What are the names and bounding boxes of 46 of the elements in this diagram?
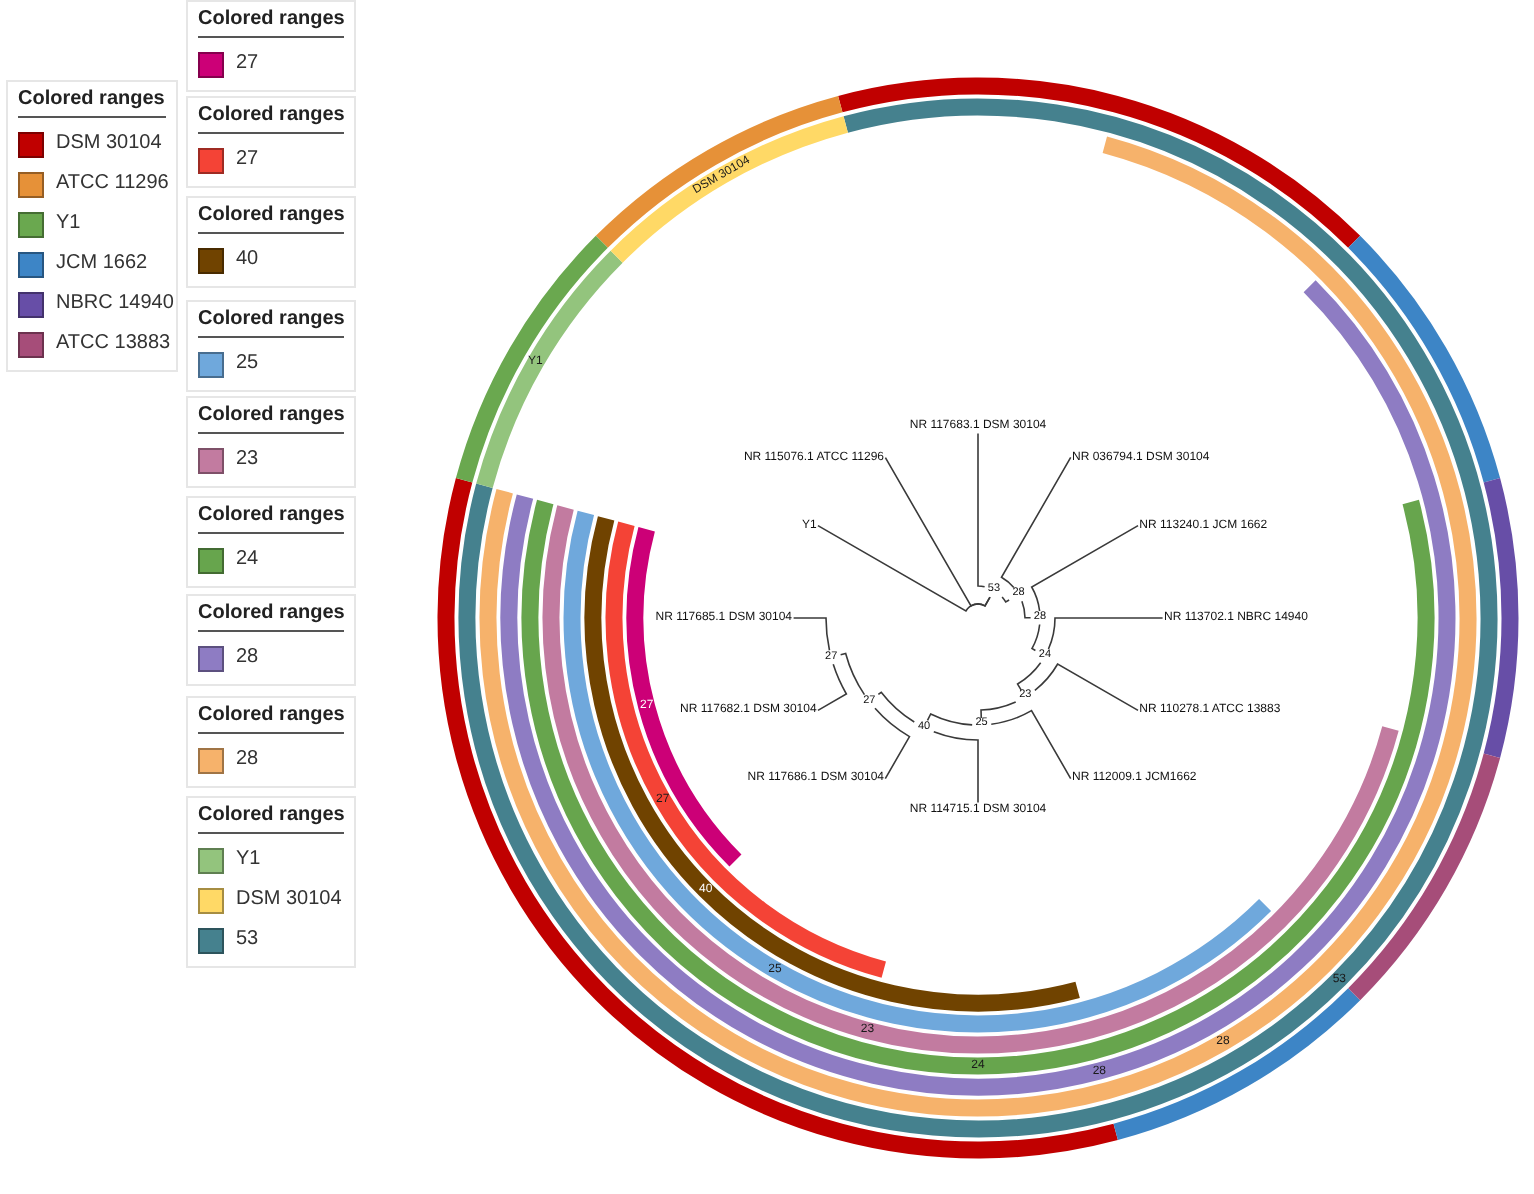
tree-branch: [933, 730, 979, 804]
legend-label: 27: [236, 148, 259, 172]
tree-branch: [817, 663, 848, 712]
legend-label: DSM 30104: [236, 888, 342, 912]
tree-branch: [884, 456, 991, 607]
legend-label: 53: [236, 928, 259, 952]
tree-branch: [1016, 661, 1042, 691]
legend-heading: Colored ranges: [198, 104, 344, 134]
legend-heading: Colored ranges: [198, 704, 344, 734]
tree-branch: [1047, 617, 1164, 650]
legend-label: 28: [236, 748, 259, 772]
tree-branch: [874, 707, 911, 780]
legend-label: 40: [236, 248, 259, 272]
legend-heading: Colored ranges: [198, 602, 344, 632]
tree-branch: [792, 617, 831, 652]
legend-label: 28: [236, 646, 259, 670]
legend-label: JCM 1662: [56, 252, 148, 276]
tree-branch: [1030, 524, 1139, 612]
legend-label: Y1: [56, 212, 81, 236]
legend-heading: Colored ranges: [198, 504, 344, 534]
tree-branch: [980, 701, 1017, 719]
tree-branch: [977, 432, 986, 588]
tree-branch: [1031, 623, 1041, 652]
tree-branch: [926, 713, 973, 726]
legend-heading: Colored ranges: [198, 804, 344, 834]
legend-label: 27: [236, 52, 259, 76]
legend-heading: Colored ranges: [198, 8, 344, 38]
legend-heading: Colored ranges: [198, 308, 344, 338]
legend-heading: Colored ranges: [198, 204, 344, 234]
tree-branch: [1034, 663, 1139, 712]
legend-label: NBRC 14940: [56, 292, 174, 316]
tree-branch: [839, 652, 866, 696]
tree-branch: [1001, 596, 1010, 603]
tree-branch: [1000, 456, 1072, 589]
tree-branch: [990, 709, 1072, 780]
legend-label: 24: [236, 548, 259, 572]
legend-heading: Colored ranges: [198, 404, 344, 434]
legend-heading: Colored ranges: [18, 88, 166, 118]
legend-label: 23: [236, 448, 259, 472]
legend-label: ATCC 11296: [56, 172, 169, 196]
legend-label: ATCC 13883: [56, 332, 171, 356]
legend-label: 25: [236, 352, 259, 376]
tree-branch: [1021, 600, 1032, 619]
legend-label: DSM 30104: [56, 132, 162, 156]
legend-label: Y1: [236, 848, 261, 872]
tree-branch: [877, 691, 916, 723]
